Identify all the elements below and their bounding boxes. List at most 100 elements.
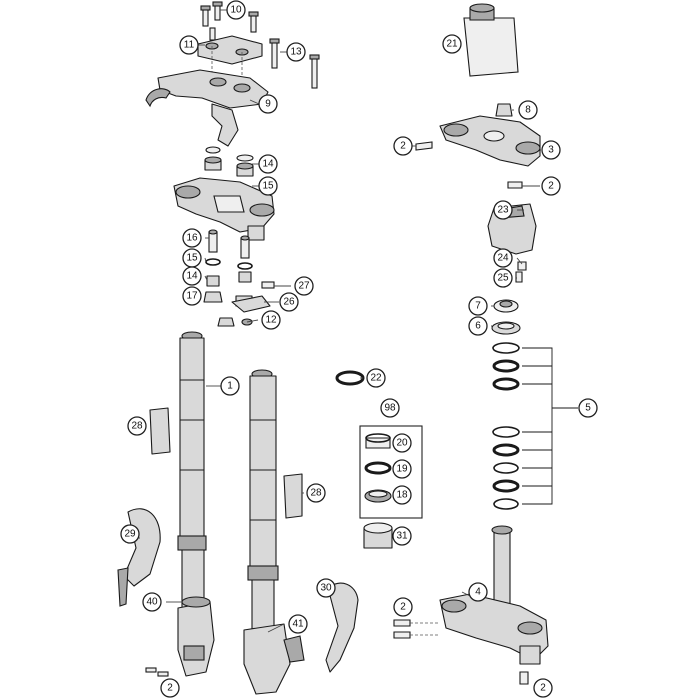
- callout-8[interactable]: 8: [518, 100, 538, 120]
- callout-23[interactable]: 23: [493, 200, 513, 220]
- svg-text:15: 15: [186, 253, 198, 264]
- callout-25[interactable]: 25: [493, 268, 513, 288]
- svg-text:40: 40: [146, 597, 158, 608]
- callout-13[interactable]: 13: [286, 42, 306, 62]
- callout-9[interactable]: 9: [258, 94, 278, 114]
- callout-19[interactable]: 19: [392, 459, 412, 479]
- svg-text:8: 8: [525, 105, 531, 116]
- svg-text:29: 29: [124, 529, 136, 540]
- callout-30[interactable]: 30: [316, 578, 336, 598]
- callout-7[interactable]: 7: [468, 296, 488, 316]
- upper-triple-clamp-left: [173, 177, 275, 241]
- svg-text:23: 23: [497, 205, 509, 216]
- svg-text:2: 2: [400, 602, 406, 613]
- svg-text:13: 13: [290, 47, 302, 58]
- svg-text:22: 22: [370, 373, 382, 384]
- callout-12[interactable]: 12: [261, 310, 281, 330]
- fork-leg-left: [177, 331, 215, 677]
- bushing-31: [363, 522, 393, 549]
- callout-2-bottom-right[interactable]: 2: [533, 678, 553, 698]
- fork-guard-28-left: [149, 407, 171, 455]
- callout-22[interactable]: 22: [366, 368, 386, 388]
- svg-text:24: 24: [497, 253, 509, 264]
- svg-text:4: 4: [475, 587, 481, 598]
- callout-27[interactable]: 27: [294, 276, 314, 296]
- svg-text:2: 2: [540, 683, 546, 694]
- svg-text:7: 7: [475, 301, 481, 312]
- svg-text:18: 18: [396, 490, 408, 501]
- callout-24[interactable]: 24: [493, 248, 513, 268]
- fork-oil-bottle: [463, 3, 519, 77]
- callout-2-lower-clamp[interactable]: 2: [393, 597, 413, 617]
- callout-5[interactable]: 5: [578, 398, 598, 418]
- callout-14-lower[interactable]: 14: [182, 266, 202, 286]
- svg-text:9: 9: [265, 99, 271, 110]
- svg-text:31: 31: [396, 531, 408, 542]
- callout-29[interactable]: 29: [120, 524, 140, 544]
- callout-41[interactable]: 41: [288, 614, 308, 634]
- top-clamp: [197, 35, 263, 65]
- callout-28-left[interactable]: 28: [127, 416, 147, 436]
- callout-2-upper-clamp[interactable]: 2: [393, 136, 413, 156]
- svg-text:26: 26: [283, 297, 295, 308]
- svg-text:28: 28: [131, 421, 143, 432]
- handlebar-holder: [157, 69, 269, 109]
- seal-kit-98-box: [359, 425, 423, 519]
- svg-text:16: 16: [186, 233, 198, 244]
- callout-16[interactable]: 16: [182, 228, 202, 248]
- bolt-10-set: [200, 1, 259, 41]
- svg-text:98: 98: [384, 403, 396, 414]
- callout-26[interactable]: 26: [279, 292, 299, 312]
- svg-text:10: 10: [230, 5, 242, 16]
- callout-21[interactable]: 21: [442, 34, 462, 54]
- callout-11[interactable]: 11: [179, 35, 199, 55]
- upper-spacers: [204, 146, 254, 177]
- callout-15-upper[interactable]: 15: [258, 176, 278, 196]
- upper-triple-clamp-right: [439, 115, 541, 167]
- seal-kit-parts: [364, 433, 392, 503]
- callout-18[interactable]: 18: [392, 485, 412, 505]
- seal-ring-22: [335, 370, 365, 386]
- lower-triple-clamp: [439, 525, 549, 665]
- svg-text:2: 2: [167, 683, 173, 694]
- callout-31[interactable]: 31: [392, 526, 412, 546]
- callout-10[interactable]: 10: [226, 0, 246, 20]
- callout-98[interactable]: 98: [380, 398, 400, 418]
- svg-text:6: 6: [475, 321, 481, 332]
- handlebar-clamp-assembly: [145, 1, 320, 147]
- callout-2-bottom-left[interactable]: 2: [160, 678, 180, 698]
- callout-28-right[interactable]: 28: [306, 483, 326, 503]
- callout-14-upper[interactable]: 14: [258, 154, 278, 174]
- callout-17[interactable]: 17: [182, 286, 202, 306]
- callout-2-clamp-bolt[interactable]: 2: [541, 176, 561, 196]
- fork-guard-28-right: [283, 473, 303, 519]
- svg-text:3: 3: [548, 145, 554, 156]
- callout-4[interactable]: 4: [468, 582, 488, 602]
- brake-line-bracket: [231, 295, 271, 313]
- steering-bearing-stack: [491, 299, 521, 510]
- svg-text:14: 14: [186, 271, 198, 282]
- svg-text:2: 2: [548, 181, 554, 192]
- svg-text:14: 14: [262, 159, 274, 170]
- svg-text:20: 20: [396, 438, 408, 449]
- svg-text:1: 1: [227, 381, 233, 392]
- fork-leg-right: [243, 369, 305, 695]
- svg-text:5: 5: [585, 403, 591, 414]
- svg-text:15: 15: [262, 181, 274, 192]
- svg-text:30: 30: [320, 583, 332, 594]
- callout-3[interactable]: 3: [541, 140, 561, 160]
- callout-1[interactable]: 1: [220, 376, 240, 396]
- svg-text:11: 11: [184, 40, 195, 51]
- bolt-13-set: [269, 38, 320, 89]
- svg-text:25: 25: [497, 273, 509, 284]
- svg-text:17: 17: [186, 291, 198, 302]
- callout-15-lower[interactable]: 15: [182, 248, 202, 268]
- svg-text:12: 12: [265, 315, 277, 326]
- callout-6[interactable]: 6: [468, 316, 488, 336]
- callout-20[interactable]: 20: [392, 433, 412, 453]
- fork-protector-30: [325, 582, 359, 673]
- callout-40[interactable]: 40: [142, 592, 162, 612]
- svg-text:41: 41: [292, 619, 304, 630]
